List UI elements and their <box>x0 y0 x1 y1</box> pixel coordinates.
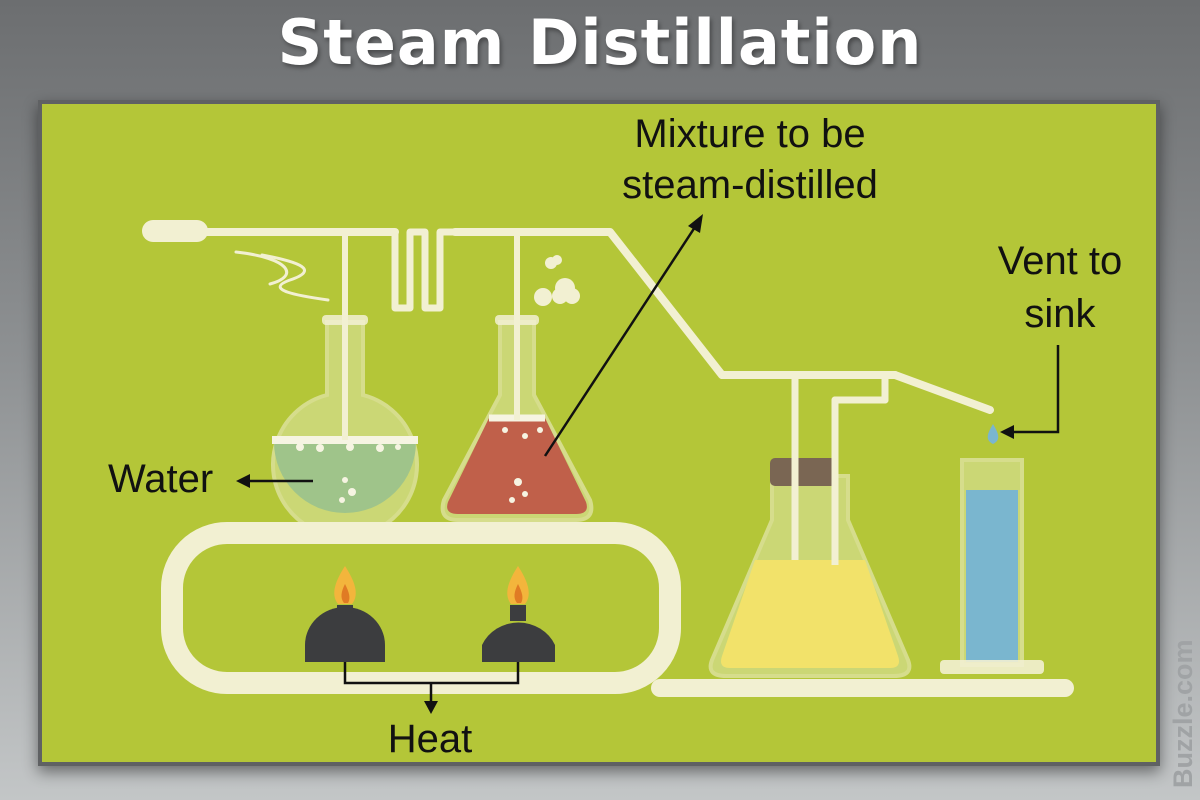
label-heat: Heat <box>388 717 473 761</box>
erlenmeyer-flask-receiver <box>708 375 912 678</box>
page-title: Steam Distillation <box>277 6 923 79</box>
label-mixture-line2: steam-distilled <box>622 163 878 207</box>
heat-bracket <box>343 662 520 705</box>
label-vent-line1: Vent to <box>998 239 1123 283</box>
label-mixture-line1: Mixture to be <box>634 112 865 156</box>
cork-stopper <box>770 458 836 486</box>
burner-right <box>482 566 555 662</box>
steam-bubbles <box>534 255 580 306</box>
label-vent-line2: sink <box>1024 292 1096 336</box>
tubing <box>146 228 994 474</box>
flame-icon <box>507 566 529 604</box>
steam-wisps <box>234 250 330 302</box>
watermark: Buzzle.com <box>1168 600 1198 790</box>
label-water: Water <box>108 457 213 501</box>
burner-stand <box>161 522 1074 697</box>
graduated-cylinder <box>940 458 1044 674</box>
watermark-text: Buzzle.com <box>1168 639 1198 788</box>
arrows <box>236 214 1060 714</box>
tube-end-cap <box>142 220 208 242</box>
drop-icon <box>987 424 999 444</box>
mixture-arrow <box>543 223 699 457</box>
burner-left <box>305 566 385 662</box>
flame-icon <box>334 566 356 604</box>
vent-arrow <box>1012 345 1060 434</box>
erlenmeyer-flask-mixture <box>440 232 594 522</box>
